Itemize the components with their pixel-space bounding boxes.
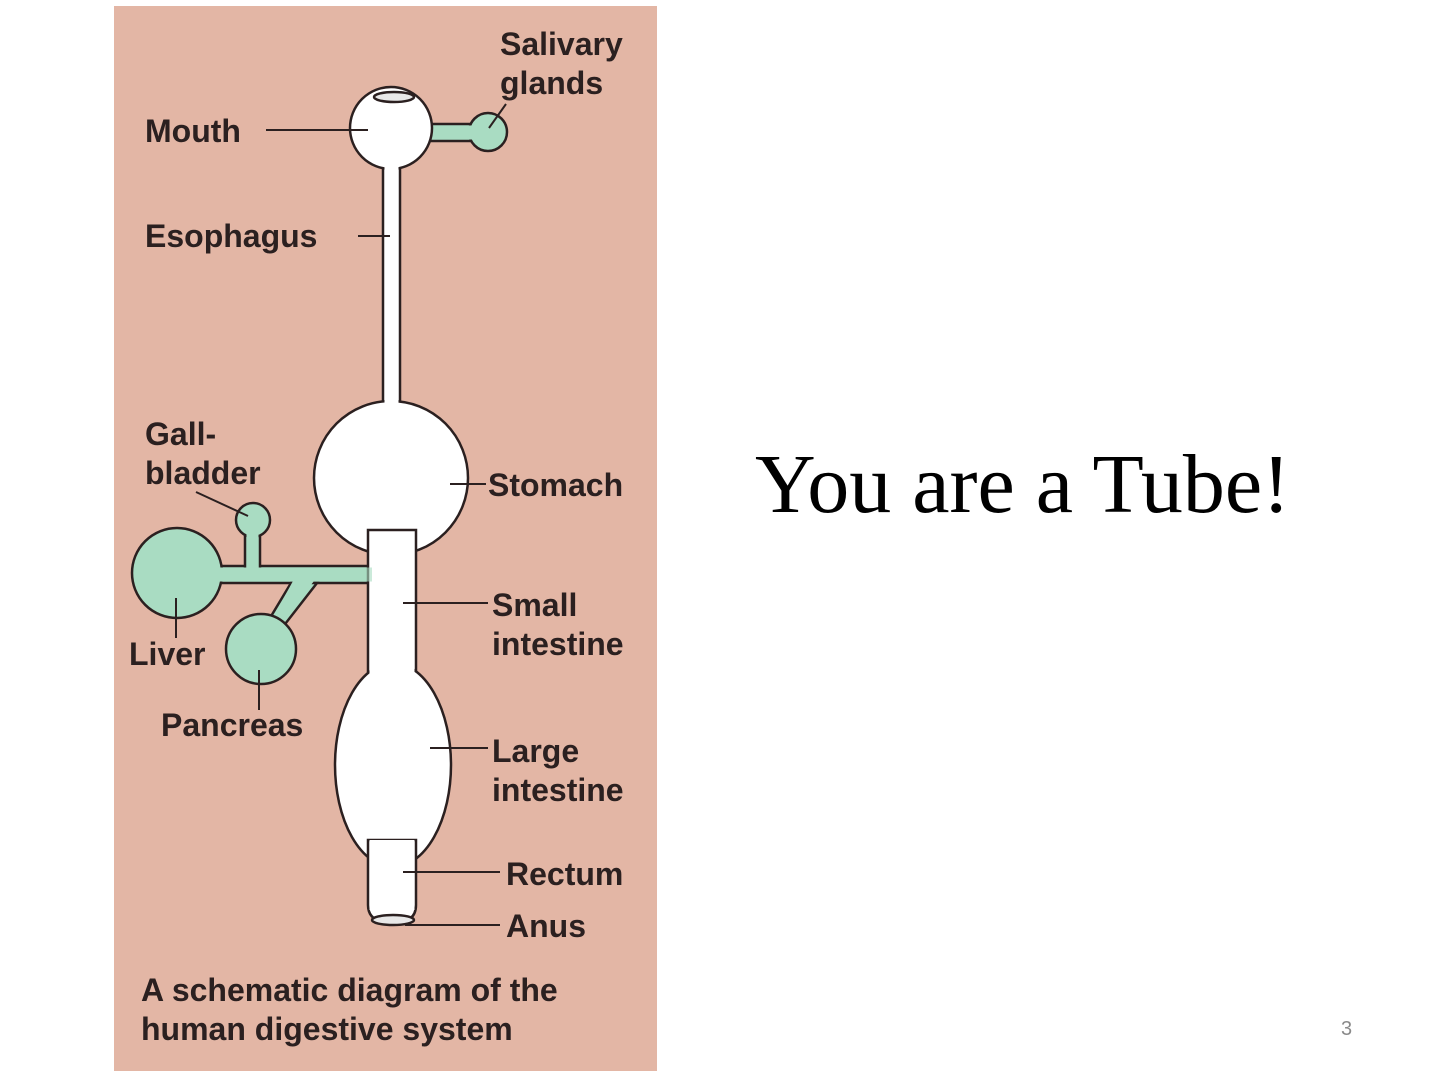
label-liver: Liver [129, 636, 205, 672]
salivary-duct-fill [428, 125, 472, 140]
page-number: 3 [1341, 1018, 1353, 1040]
label-rectum: Rectum [506, 856, 623, 892]
salivary-gland [467, 111, 509, 153]
anus [370, 913, 416, 927]
label-small-intestine-2: intestine [492, 626, 624, 662]
label-gallbladder-1: Gall- [145, 416, 216, 452]
label-anus: Anus [506, 908, 586, 944]
pancreas [224, 612, 298, 686]
slide-title: You are a Tube! [755, 438, 1291, 531]
label-large-intestine-1: Large [492, 733, 579, 769]
label-salivary-glands-1: Salivary [500, 26, 623, 62]
leader-lines [175, 103, 507, 926]
diagram-caption-2: human digestive system [141, 1011, 513, 1047]
label-salivary-glands-2: glands [500, 65, 603, 101]
diagram-caption-1: A schematic diagram of the [141, 972, 558, 1008]
label-esophagus: Esophagus [145, 218, 317, 254]
label-pancreas: Pancreas [161, 707, 303, 743]
label-small-intestine-1: Small [492, 587, 577, 623]
digestive-tube [312, 85, 470, 927]
large-intestine [333, 661, 453, 869]
accessory-organs [130, 111, 509, 686]
label-stomach: Stomach [488, 467, 623, 503]
label-mouth: Mouth [145, 113, 241, 149]
label-large-intestine-2: intestine [492, 772, 624, 808]
label-gallbladder-2: bladder [145, 455, 261, 491]
